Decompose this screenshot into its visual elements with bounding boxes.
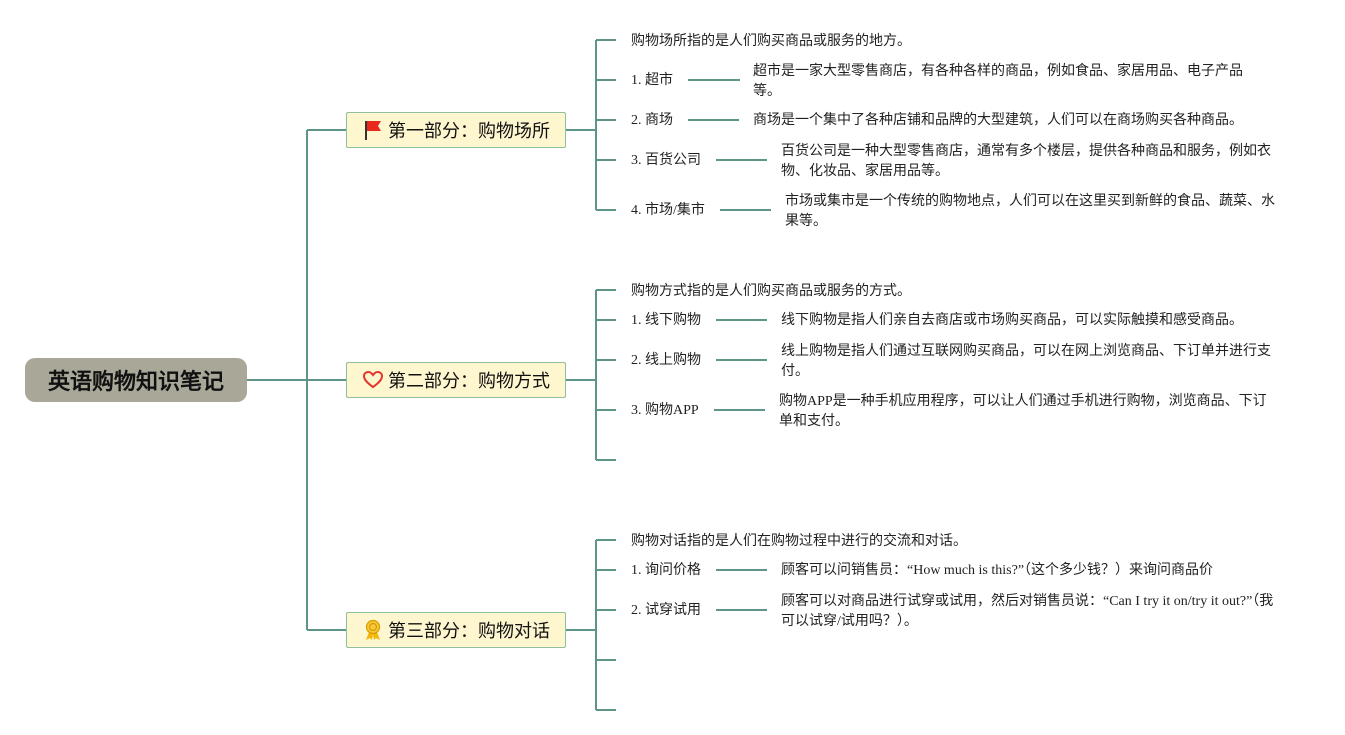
section-2-topic[interactable]: 第二部分：购物方式 [346,362,566,398]
section-1-item-2-desc: 商场是一个集中了各种店铺和品牌的大型建筑，人们可以在商场购买各种商品。 [753,113,1243,128]
root-topic[interactable]: 英语购物知识笔记 [25,358,247,402]
section-1-item-2-label: 2. 商场 [631,113,673,128]
section-1-item-3-label: 3. 百货公司 [631,153,701,168]
section-3-item-2-label: 2. 试穿试用 [631,603,701,618]
section-2-item-1-desc: 线下购物是指人们亲自去商店或市场购买商品，可以实际触摸和感受商品。 [781,313,1243,328]
section-3-item-1-desc: 顾客可以问销售员：“How much is this?”（这个多少钱？）来询问商… [781,563,1214,578]
section-1-item-1-label: 1. 超市 [631,73,673,88]
section-3-topic[interactable]: 第三部分：购物对话 [346,612,566,648]
section-2-intro: 购物方式指的是人们购买商品或服务的方式。 [631,284,911,299]
section-3-title: 第三部分：购物对话 [388,621,550,642]
section-1-item-4-desc: 市场或集市是一个传统的购物地点，人们可以在这里买到新鲜的食品、蔬菜、水果等。 [785,194,1275,229]
section-3-item-1-label: 1. 询问价格 [631,563,701,578]
red-flag-icon [362,119,384,141]
heart-icon [362,369,384,391]
section-2-item-2-desc: 线上购物是指人们通过互联网购买商品，可以在网上浏览商品、下订单并进行支付。 [781,344,1271,379]
section-2-item-2-label: 2. 线上购物 [631,353,701,368]
root-title: 英语购物知识笔记 [47,370,224,395]
section-1-item-3-desc: 百货公司是一种大型零售商店，通常有多个楼层，提供各种商品和服务，例如衣物、化妆品… [781,144,1271,179]
section-2-item-3-desc: 购物APP是一种手机应用程序，可以让人们通过手机进行购物，浏览商品、下订单和支付… [779,394,1267,429]
award-ribbon-icon [362,619,384,641]
section-1-item-1-desc: 超市是一家大型零售商店，有各种各样的商品，例如食品、家居用品、电子产品等。 [753,64,1243,99]
section-1-topic[interactable]: 第一部分：购物场所 [346,112,566,148]
section-1-intro: 购物场所指的是人们购买商品或服务的地方。 [631,34,911,49]
section-2-item-3-label: 3. 购物APP [631,403,699,418]
section-3-intro: 购物对话指的是人们在购物过程中进行的交流和对话。 [631,534,967,549]
section-1-title: 第一部分：购物场所 [388,121,550,142]
section-2-title: 第二部分：购物方式 [388,371,550,392]
section-2-item-1-label: 1. 线下购物 [631,313,701,328]
section-3-item-2-desc: 顾客可以对商品进行试穿或试用，然后对销售员说：“Can I try it on/… [781,594,1274,629]
section-1-item-4-label: 4. 市场/集市 [631,203,705,218]
